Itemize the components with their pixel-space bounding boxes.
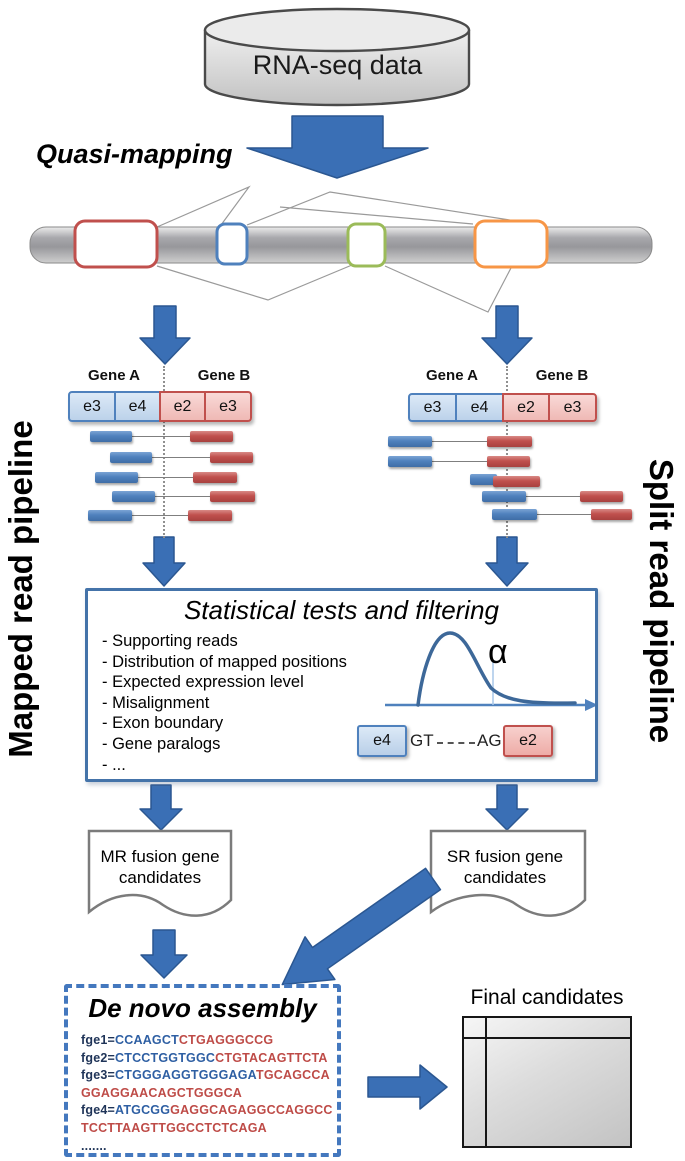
assembled-sequences: fge1=CCAAGCTCTGAGGGCCG fge2=CTCCTGGTGGCCT…	[81, 1032, 333, 1155]
stat-bullet-item: - Expected expression level	[102, 673, 304, 692]
left-exon-e2: e2	[159, 391, 206, 422]
stat-bullet-item: - ...	[102, 755, 126, 774]
genome-bar	[29, 185, 653, 313]
sequence-line: GGAGGAACAGCTGGGCA	[81, 1085, 243, 1100]
mr-candidates-document	[87, 829, 233, 917]
junction-exon-e2: e2	[503, 725, 553, 757]
arrow-mapped-to-stats	[142, 536, 186, 587]
genome-exon-green	[346, 222, 387, 268]
distribution-curve	[416, 631, 577, 707]
database-cylinder-icon	[203, 7, 471, 107]
sequence-line: fge4=ATGCGGGAGGCAGAGGCCAGGCC	[81, 1103, 333, 1118]
arrow-sr-to-assembly	[281, 867, 442, 986]
splice-acceptor-label: AG	[477, 731, 502, 750]
right-exon-e2: e2	[502, 393, 550, 422]
left-exon-e3a: e3	[68, 391, 116, 422]
left-exon-e4: e4	[114, 391, 161, 422]
arrow-to-split-panel	[481, 305, 533, 365]
stat-bullet-item: - Distribution of mapped positions	[102, 652, 347, 671]
final-candidates-label: Final candidates	[470, 986, 624, 1009]
left-gene-b-label: Gene B	[197, 367, 251, 384]
junction-exon-e4: e4	[357, 725, 407, 757]
right-exon-e3b: e3	[548, 393, 597, 422]
stat-bullet-item: - Misalignment	[102, 693, 210, 712]
left-gene-a-label: Gene A	[88, 367, 140, 384]
arrow-to-final-table	[367, 1064, 448, 1110]
table-header-line	[464, 1037, 630, 1039]
arrow-to-mapped-panel	[139, 305, 191, 365]
statistical-tests-box: Statistical tests and filtering - Suppor…	[85, 588, 598, 782]
left-exon-e3b: e3	[204, 391, 252, 422]
right-gene-a-label: Gene A	[426, 367, 478, 384]
mapped-read-pipeline-label: Mapped read pipeline	[2, 420, 39, 758]
left-breakpoint-dotted-line	[163, 366, 165, 538]
sequence-line: TCCTTAAGTTGGCCTCTCAGA	[81, 1120, 267, 1135]
stat-bullet-item: - Exon boundary	[102, 714, 224, 733]
right-exon-e3a: e3	[408, 393, 457, 422]
quasi-mapping-label: Quasi-mapping	[36, 139, 233, 169]
arrow-mr-to-assembly	[140, 929, 188, 979]
left-exon-bar: e3 e4 e2 e3	[68, 391, 252, 422]
genome-exon-blue	[215, 222, 249, 266]
sequence-line: fge3=CTGGGAGGTGGGAGATGCAGCCA	[81, 1068, 330, 1083]
genome-exon-red	[73, 219, 159, 269]
sequence-line: .......	[81, 1138, 107, 1153]
intron-dashed-line	[437, 742, 475, 744]
final-candidates-table	[462, 1016, 632, 1148]
right-gene-b-label: Gene B	[535, 367, 589, 384]
split-read-pipeline-label: Split read pipeline	[643, 458, 680, 744]
genome-exon-orange	[473, 219, 549, 269]
stat-bullet-item: - Gene paralogs	[102, 734, 221, 753]
arrow-split-to-stats	[485, 536, 529, 587]
pvalue-distribution-plot	[385, 631, 595, 711]
stat-box-title: Statistical tests and filtering	[183, 595, 500, 625]
alpha-symbol: α	[488, 633, 508, 671]
sequence-line: fge1=CCAAGCTCTGAGGGCCG	[81, 1033, 274, 1047]
arrow-stats-to-sr	[485, 784, 529, 831]
mr-candidates-label: MR fusion gene candidates	[100, 847, 220, 887]
stat-bullet-item: - Supporting reads	[102, 632, 238, 650]
sequence-line: fge2=CTCCTGGTGGCCTGTACAGTTCTA	[81, 1050, 328, 1065]
stat-box-bullet-list: - Supporting reads - Distribution of mapp…	[102, 631, 347, 775]
right-breakpoint-dotted-line	[506, 366, 508, 538]
splice-donor-label: GT	[410, 731, 434, 750]
assembly-title: De novo assembly	[88, 993, 317, 1023]
sr-candidates-document	[429, 829, 587, 917]
right-exon-bar: e3 e4 e2 e3	[408, 393, 597, 422]
table-column-line	[485, 1018, 487, 1146]
sr-candidates-label: SR fusion gene candidates	[446, 847, 564, 887]
arrow-stats-to-mr	[139, 784, 183, 831]
database-label: RNA-seq data	[252, 50, 423, 80]
right-exon-e4: e4	[455, 393, 504, 422]
arrow-quasi-mapping	[246, 115, 429, 179]
